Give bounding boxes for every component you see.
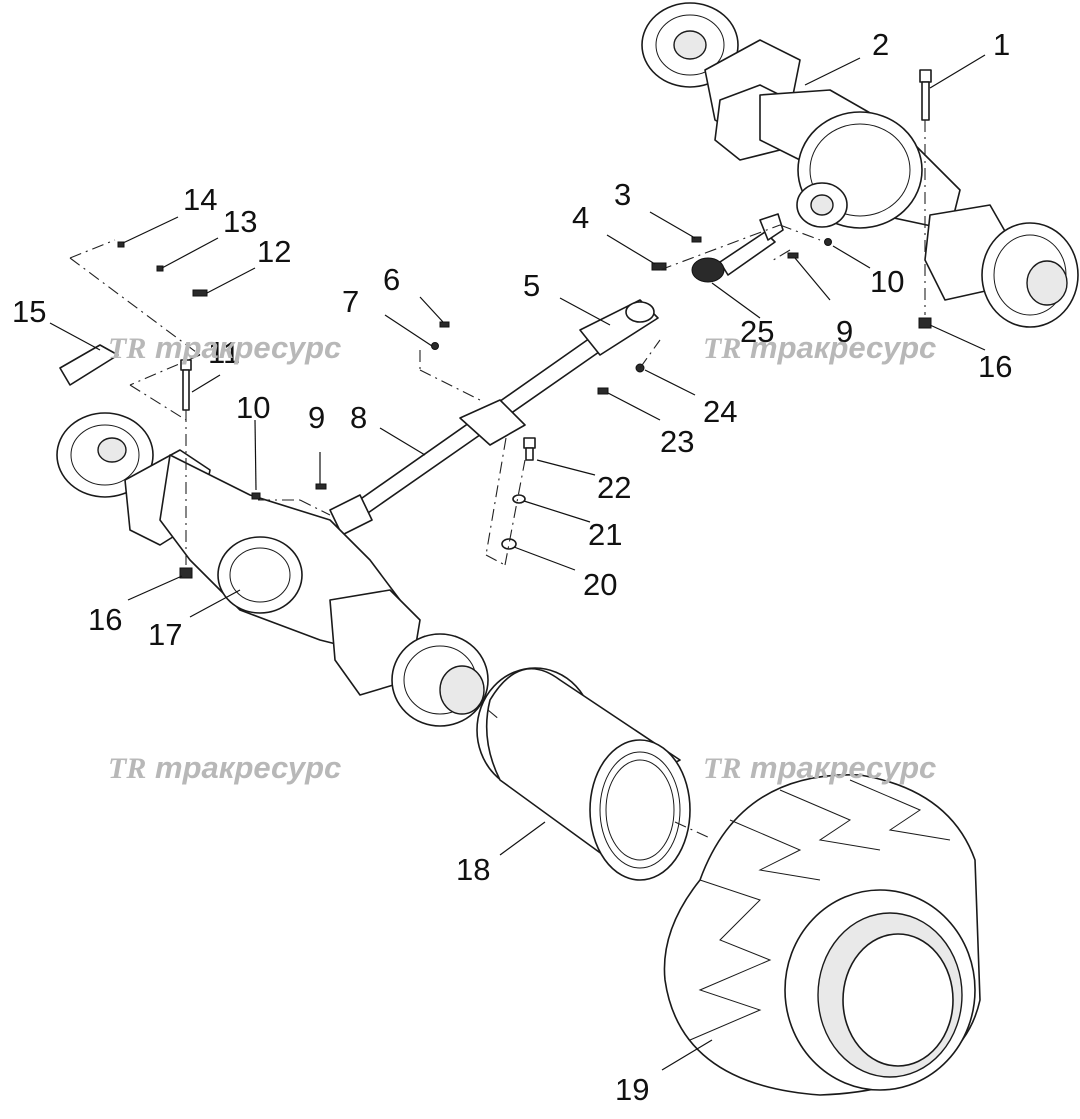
part-16-nut-left — [179, 567, 193, 579]
callout-2: 2 — [872, 27, 889, 62]
callout-5: 5 — [523, 268, 540, 303]
watermark-top-right: TR тракресурс — [703, 330, 936, 365]
part-25-coupling-shaft — [691, 213, 784, 283]
watermark-text: тракресурс — [155, 750, 341, 785]
part-18-rim — [476, 667, 691, 881]
callout-13: 13 — [223, 204, 257, 239]
callout-16-left: 16 — [88, 602, 122, 637]
part-7-grease-nipple — [431, 342, 439, 350]
watermark-text: тракресурс — [750, 330, 936, 365]
callout-14: 14 — [183, 182, 217, 217]
part-19-tire — [663, 774, 981, 1096]
watermark-top-left: TR тракресурс — [108, 330, 341, 365]
callout-23: 23 — [660, 424, 694, 459]
part-20-22-bolt-washers — [501, 437, 536, 550]
part-13-washer — [156, 265, 164, 272]
callout-25: 25 — [740, 314, 774, 349]
callout-9: 9 — [308, 400, 325, 435]
part-9-pin-front — [315, 483, 327, 490]
callout-10: 10 — [236, 390, 270, 425]
watermark-bottom-left: TR тракресурс — [108, 750, 341, 785]
callout-20: 20 — [583, 567, 617, 602]
watermark-text: тракресурс — [750, 750, 936, 785]
callout-21: 21 — [588, 517, 622, 552]
callout-6: 6 — [383, 262, 400, 297]
part-1-bolt — [919, 69, 932, 121]
callout-10-rear: 10 — [870, 264, 904, 299]
callout-1: 1 — [993, 27, 1010, 62]
callout-22: 22 — [597, 470, 631, 505]
part-11-bolt-shank — [182, 369, 190, 411]
watermark-logo: TR — [703, 332, 741, 365]
part-10-grease-nipple-front — [251, 492, 261, 500]
callout-15: 15 — [12, 294, 46, 329]
watermark-logo: TR — [108, 332, 146, 365]
part-15-plate — [59, 344, 119, 386]
callout-16-right: 16 — [978, 349, 1012, 384]
callout-12: 12 — [257, 234, 291, 269]
callout-4: 4 — [572, 200, 589, 235]
part-14-pin — [117, 241, 125, 248]
watermark-logo: TR — [703, 752, 741, 785]
callout-24: 24 — [703, 394, 737, 429]
part-3-pin — [691, 236, 702, 243]
part-12-bolt — [192, 289, 208, 297]
part-4-washer — [651, 262, 667, 271]
callout-8: 8 — [350, 400, 367, 435]
part-10-grease-nipple-rear — [824, 238, 832, 246]
callout-11: 11 — [208, 335, 240, 370]
leader-lines — [49, 54, 986, 1071]
watermark-text: тракресурс — [155, 330, 341, 365]
part-17-front-axle — [56, 412, 489, 727]
part-6-pin — [439, 321, 450, 328]
callout-17: 17 — [148, 617, 182, 652]
callout-3: 3 — [614, 177, 631, 212]
watermark-bottom-right: TR тракресурс — [703, 750, 936, 785]
callout-18: 18 — [456, 852, 490, 887]
callout-9-rear: 9 — [836, 314, 853, 349]
part-23-bolt — [597, 387, 609, 395]
callout-19: 19 — [615, 1072, 649, 1107]
watermark-logo: TR — [108, 752, 146, 785]
part-5-8-drive-shaft — [329, 299, 659, 536]
callout-7: 7 — [342, 284, 359, 319]
callout-labels: 1 2 3 4 5 6 7 8 9 10 11 12 13 14 15 16 1… — [12, 27, 1012, 1107]
part-9-pin-rear — [787, 252, 799, 259]
rear-axle-assembly — [641, 2, 1079, 328]
part-16-nut-right — [918, 317, 932, 329]
